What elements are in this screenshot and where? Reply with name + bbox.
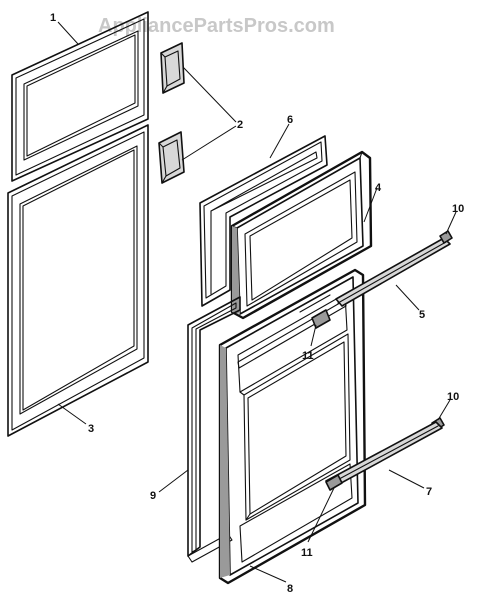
callout-7: 7: [426, 486, 432, 498]
callout-11-lower: 11: [301, 547, 313, 559]
callout-3: 3: [88, 423, 94, 435]
callout-labels: 1 2 3 4 5 6 7 8 9 10 10 11 11: [50, 12, 464, 595]
fresh-food-door: [218, 268, 367, 585]
freezer-door-gasket: [199, 135, 328, 307]
door-handle-lower: [158, 131, 185, 184]
callout-10-lower: 10: [447, 391, 459, 403]
freezer-door: [230, 150, 373, 320]
freezer-trim-strip: [335, 237, 451, 307]
callout-10-upper: 10: [452, 203, 464, 215]
watermark: AppliancePartsPros.com: [98, 15, 335, 37]
upper-door-gasket: [11, 11, 149, 182]
lower-door-gasket: [7, 124, 149, 437]
trim-end-cap-upper: [439, 230, 453, 244]
callout-1: 1: [50, 12, 56, 24]
callout-8: 8: [287, 583, 293, 595]
callout-9: 9: [150, 490, 156, 502]
callout-2: 2: [237, 119, 243, 131]
trim-clip-lower: [325, 474, 343, 491]
callout-4: 4: [375, 182, 382, 194]
callout-6: 6: [287, 114, 293, 126]
trim-clip-upper: [311, 309, 331, 329]
fresh-food-door-gasket: [187, 296, 241, 563]
callout-5: 5: [419, 309, 425, 321]
fresh-food-trim-strip: [325, 421, 443, 489]
leader-lines: [57, 21, 457, 583]
callout-11-upper: 11: [302, 350, 314, 362]
door-handle-upper: [160, 42, 185, 94]
